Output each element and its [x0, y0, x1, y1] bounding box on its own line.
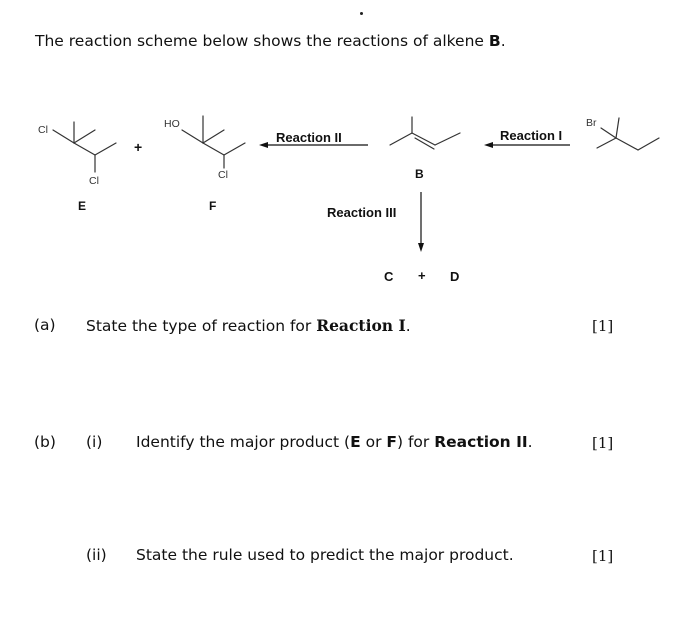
- question-b-number: (b): [34, 433, 56, 451]
- reaction-2-label: Reaction II: [276, 130, 342, 145]
- question-a-number: (a): [34, 316, 56, 334]
- question-b-i-text: Identify the major product (E or F) for …: [136, 433, 533, 451]
- intro-compound-b: B: [488, 32, 501, 50]
- intro-text: The reaction scheme below shows the reac…: [35, 32, 506, 50]
- question-b-ii-text: State the rule used to predict the major…: [136, 546, 514, 564]
- question-b-i-number: (i): [86, 433, 103, 451]
- plus-e-f: +: [134, 139, 143, 155]
- question-b-ii-number: (ii): [86, 546, 107, 564]
- question-a-marks: [1]: [592, 317, 614, 335]
- reaction-3-label: Reaction III: [327, 205, 397, 220]
- product-d: D: [450, 269, 460, 284]
- product-c: C: [384, 269, 394, 284]
- compound-f-skeleton: [181, 115, 246, 169]
- atom-br: Br: [586, 117, 597, 129]
- atom-ho-f: HO: [164, 118, 180, 130]
- alkene-b-skeleton: [389, 116, 461, 150]
- bromoalkane-skeleton: [596, 117, 660, 151]
- question-a-text: State the type of reaction for Reaction …: [86, 316, 411, 335]
- atom-cl-e2: Cl: [89, 175, 99, 187]
- product-plus: +: [418, 268, 426, 283]
- stray-dot: [360, 12, 363, 15]
- atom-cl-f: Cl: [218, 169, 228, 181]
- label-f: F: [209, 199, 217, 213]
- atom-cl-e1: Cl: [38, 124, 48, 136]
- label-e: E: [78, 199, 87, 213]
- reaction-1-label: Reaction I: [500, 128, 563, 143]
- label-b: B: [415, 167, 424, 181]
- question-b-ii-marks: [1]: [592, 547, 614, 565]
- question-b-i-marks: [1]: [592, 434, 614, 452]
- compound-e-skeleton: [52, 121, 117, 173]
